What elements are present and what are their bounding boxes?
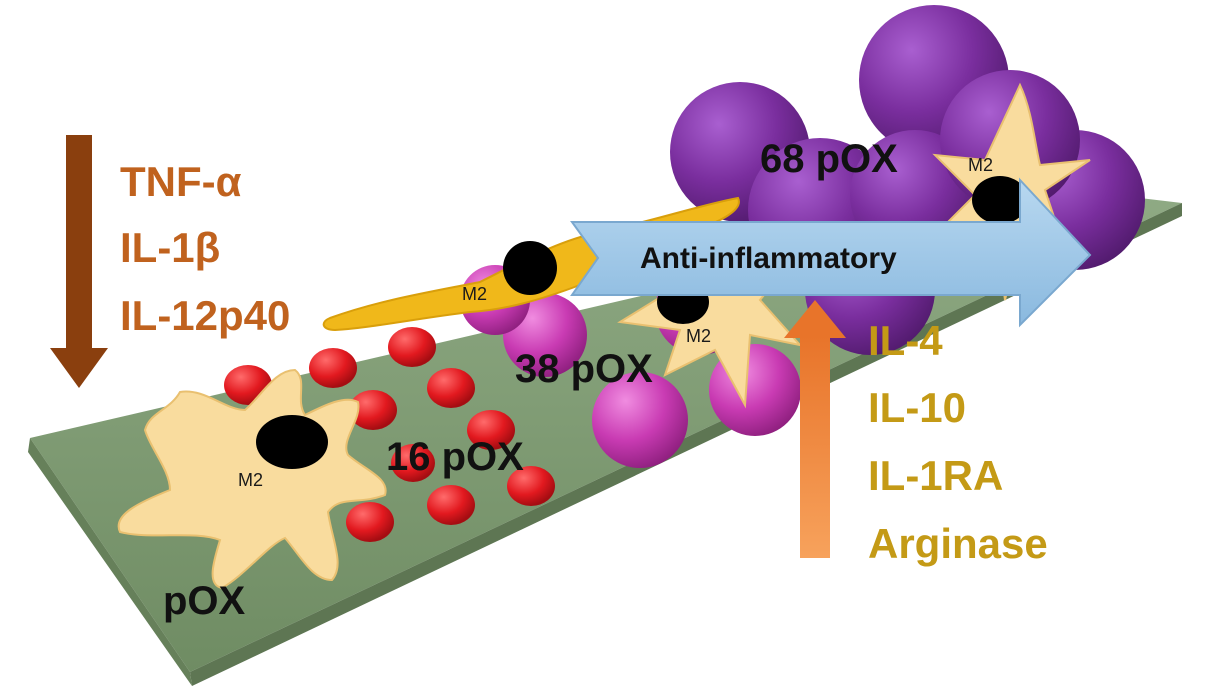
increase-arrow (784, 300, 846, 558)
m2-label-middle: M2 (686, 326, 711, 346)
marker-il-10: IL-10 (868, 384, 966, 431)
marker-il-1beta: IL-1β (120, 224, 220, 271)
marker-tnf-alpha: TNF-α (120, 158, 242, 205)
decreased-marker-list: TNF-α IL-1β IL-12p40 (120, 158, 290, 339)
anti-inflammatory-label: Anti-inflammatory (640, 242, 897, 275)
marker-il-1ra: IL-1RA (868, 452, 1003, 499)
macrophage-left (117, 368, 387, 590)
marker-il-4: IL-4 (868, 317, 943, 364)
pox-label-68: 68 pOX (760, 137, 898, 181)
pox-label-38: 38 pOX (515, 347, 653, 391)
m2-label-left: M2 (238, 470, 263, 490)
macrophage-top-right (932, 82, 1091, 301)
anti-inflammatory-arrow (570, 177, 1092, 328)
marker-il-12p40: IL-12p40 (120, 292, 290, 339)
marker-arginase: Arginase (868, 520, 1048, 567)
increased-marker-list: IL-4 IL-10 IL-1RA Arginase (868, 317, 1048, 567)
m2-label-top-right: M2 (968, 155, 993, 175)
pox-label-base: pOX (163, 579, 246, 623)
m2-label-elongated: M2 (462, 284, 487, 304)
decrease-arrow (50, 135, 108, 388)
pox-label-16: 16 pOX (386, 435, 524, 479)
